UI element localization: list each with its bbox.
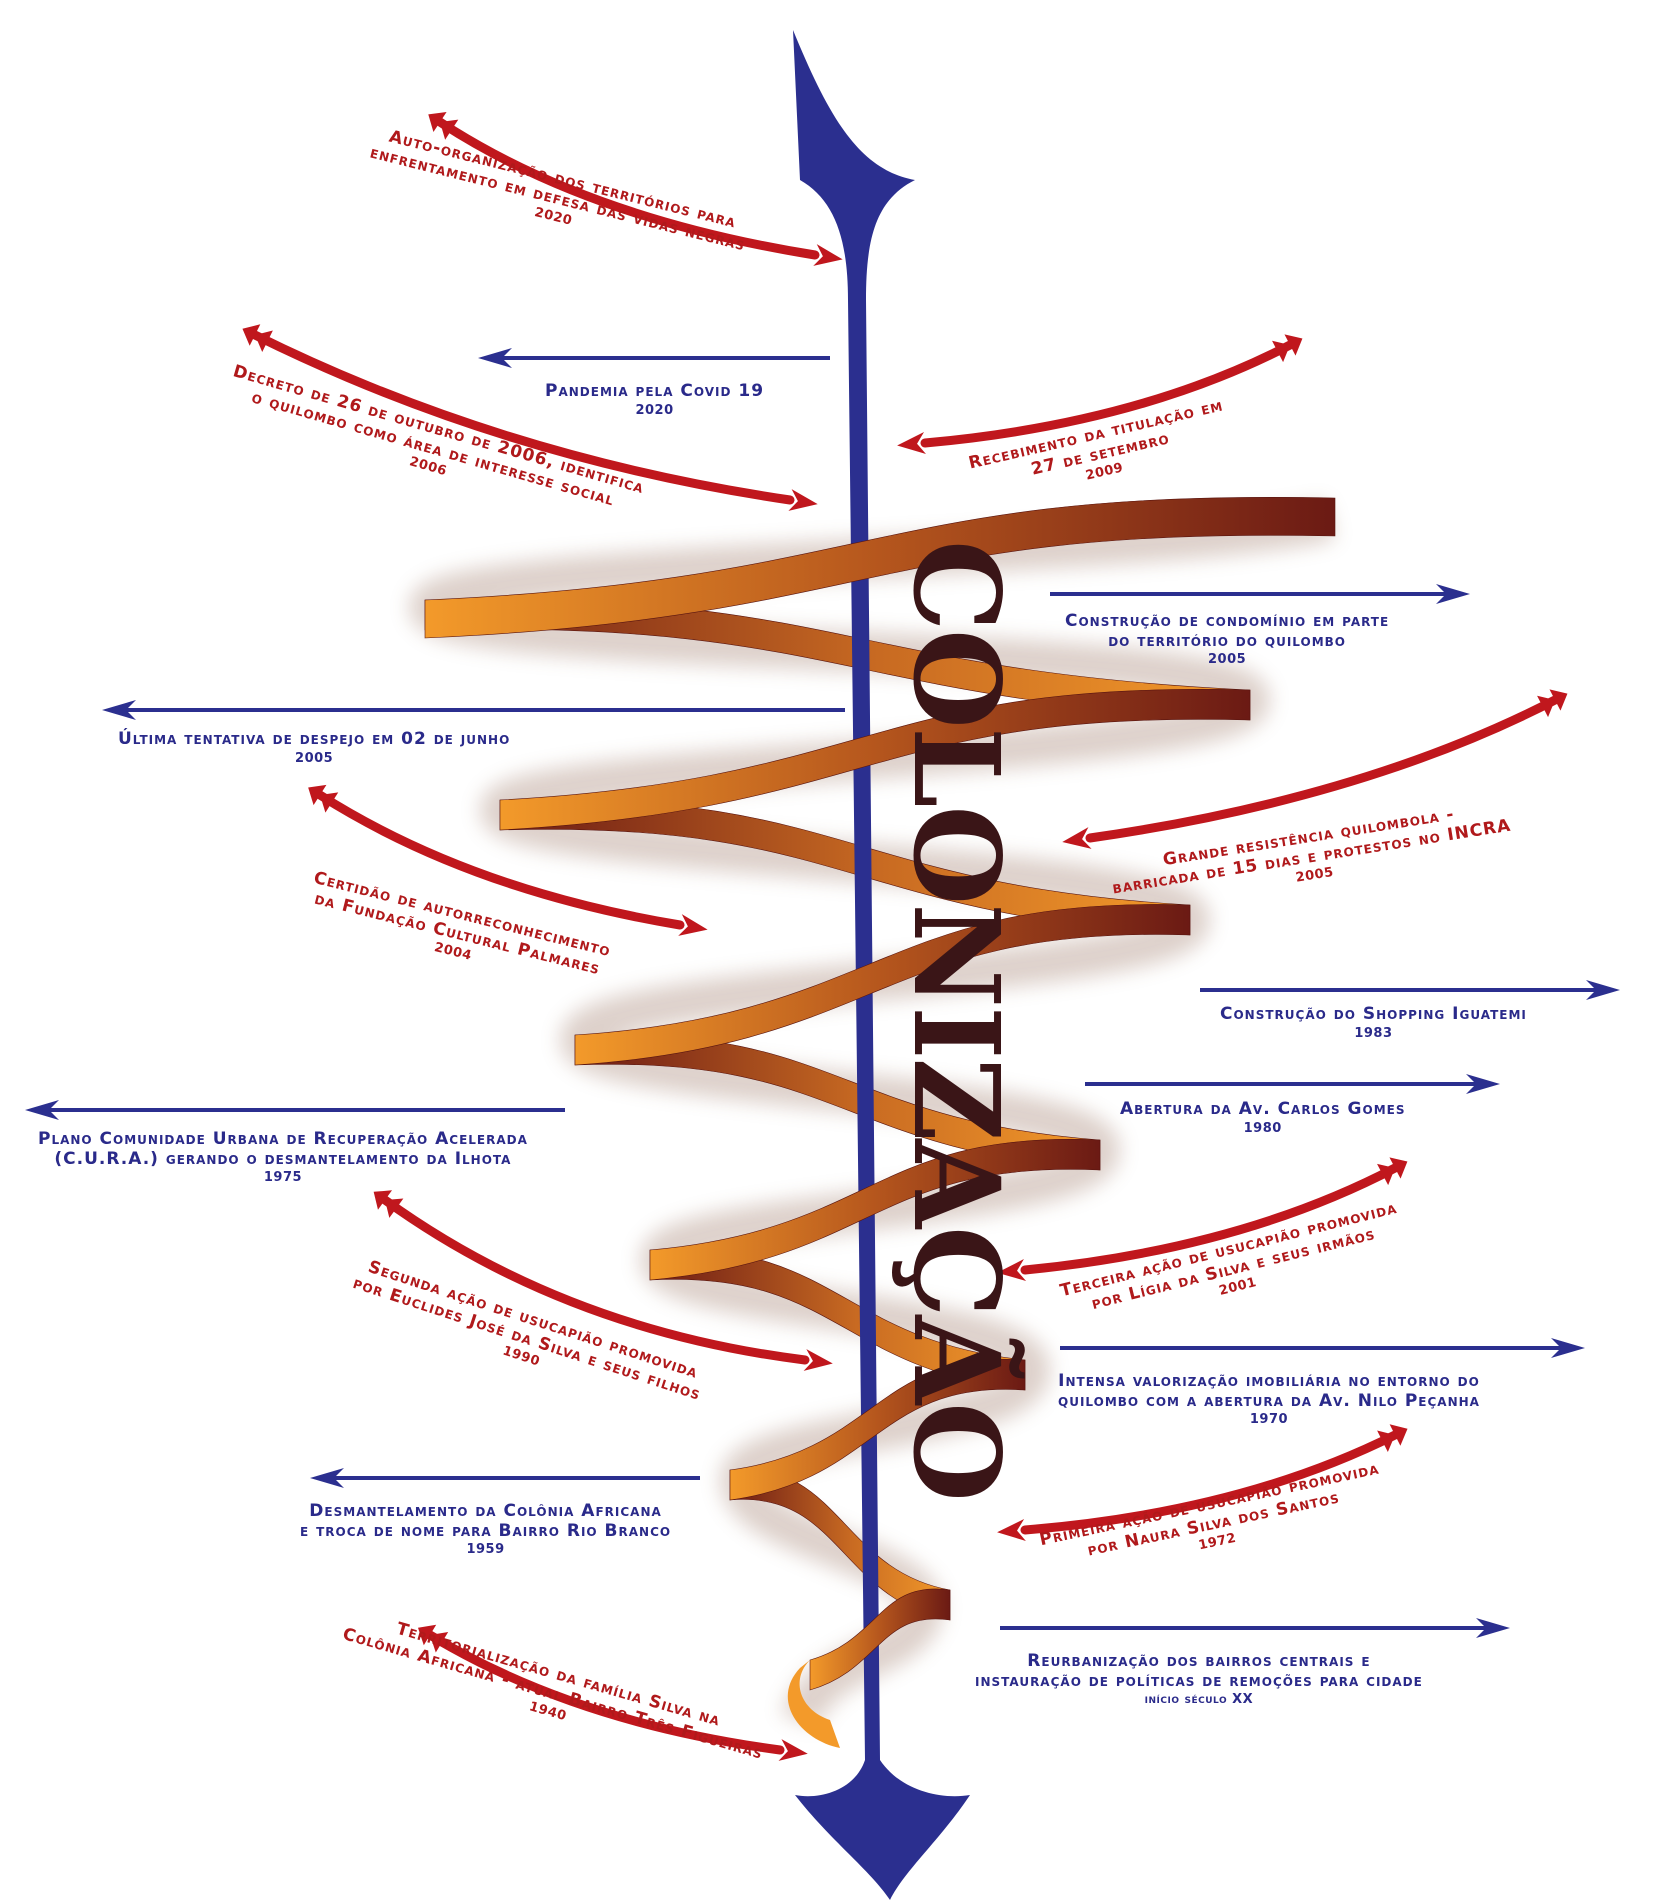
spiral-ribbon-front xyxy=(424,496,1336,1748)
event-text: instauração de políticas de remoções par… xyxy=(975,1670,1423,1691)
spiral-band xyxy=(424,496,1336,639)
event-text: quilombo com a abertura da Av. Nilo Peça… xyxy=(1058,1390,1480,1411)
event-year: início século XX xyxy=(1144,1692,1254,1708)
event-year: 1983 xyxy=(1354,1025,1393,1041)
arrow-2005-despejo-head xyxy=(102,700,136,720)
arrow-2001-terceira-acao-head xyxy=(997,1259,1027,1281)
event-year: 1959 xyxy=(466,1542,505,1558)
arrow-2004-certidao-feather xyxy=(320,792,339,813)
arrow-2006-decreto-head xyxy=(788,489,818,511)
arrow-1940-territorializacao-body xyxy=(425,1630,785,1755)
arrow-1972-primeira-acao-feather xyxy=(1377,1430,1395,1452)
arrow-2005-resistencia-feather xyxy=(1549,689,1568,711)
arrow-2020-autoorganizacao-head xyxy=(813,244,843,266)
arrow-1972-primeira-acao-feather xyxy=(1389,1424,1408,1446)
event-text: e troca de nome para Bairro Rio Branco xyxy=(300,1520,672,1541)
event-text: Abertura da Av. Carlos Gomes xyxy=(1120,1099,1406,1119)
arrow-2005-condominio-head xyxy=(1436,584,1470,604)
arrow-1972-primeira-acao-body xyxy=(1020,1430,1400,1535)
event-2005-despejo: Última tentativa de despejo em 02 de jun… xyxy=(118,729,511,766)
event-year: 2005 xyxy=(1208,652,1247,668)
event-text: Intensa valorização imobiliária no entor… xyxy=(1058,1371,1480,1391)
event-2020-pandemia: Pandemia pela Covid 19 2020 xyxy=(545,381,765,418)
arrow-2009-titulacao-feather xyxy=(1272,340,1290,363)
event-year: 1980 xyxy=(1243,1120,1282,1136)
arrow-2001-terceira-acao-body xyxy=(1020,1163,1400,1275)
arrow-1940-territorializacao-feather xyxy=(418,1624,437,1646)
arrow-1990-segunda-acao-head xyxy=(803,1349,833,1371)
arrow-1990-segunda-acao-feather xyxy=(385,1198,404,1218)
event-arrows xyxy=(25,111,1620,1761)
spiral-band xyxy=(649,1139,1101,1281)
arrow-1975-cura-head xyxy=(25,1100,59,1120)
colonizacao-word-svg: COLONIZAÇÃO xyxy=(887,540,1026,1500)
event-1970-nilo-pecanha: Intensa valorização imobiliária no entor… xyxy=(1058,1371,1480,1428)
arrow-1990-segunda-acao-feather xyxy=(373,1190,393,1210)
event-1983-shopping: Construção do Shopping Iguatemi 1983 xyxy=(1220,1004,1527,1041)
arrow-2009-titulacao-feather xyxy=(1284,334,1303,356)
spiral-band xyxy=(574,904,1191,1066)
event-year: 1975 xyxy=(263,1170,303,1186)
arrow-2004-certidao-body xyxy=(315,790,685,930)
arrow-2020-autoorganizacao-body xyxy=(435,117,820,260)
arrow-2020-pandemia-head xyxy=(478,348,512,368)
event-text: (C.U.R.A.) gerando o desmantelamento da … xyxy=(54,1148,512,1169)
arrow-2004-certidao-feather xyxy=(308,784,327,806)
event-text: Plano Comunidade Urbana de Recuperação A… xyxy=(38,1129,528,1149)
event-year: 2020 xyxy=(635,402,674,418)
arrow-2006-decreto-feather xyxy=(242,324,261,346)
event-text: Construção do Shopping Iguatemi xyxy=(1220,1004,1527,1024)
arrow-1980-carlos-gomes-head xyxy=(1466,1074,1500,1094)
event-1975-cura: Plano Comunidade Urbana de Recuperação A… xyxy=(38,1129,528,1186)
event-text: Reurbanização dos bairros centrais e xyxy=(1027,1651,1371,1671)
arrow-1970-nilo-pecanha-head xyxy=(1551,1338,1585,1358)
arrow-2001-terceira-acao-feather xyxy=(1389,1157,1408,1179)
arrow-2006-decreto-feather xyxy=(255,330,273,352)
event-1959-colonia-africana: Desmantelamento da Colônia Africana e tr… xyxy=(300,1501,672,1558)
event-text: Construção de condomínio em parte xyxy=(1065,611,1390,631)
event-seculo-xx-reurbanizacao: Reurbanização dos bairros centrais e ins… xyxy=(975,1651,1423,1708)
event-1980-carlos-gomes: Abertura da Av. Carlos Gomes 1980 xyxy=(1120,1099,1406,1136)
arrow-2006-decreto-body xyxy=(250,330,795,505)
event-text: do território do quilombo xyxy=(1108,630,1347,651)
arrow-1990-segunda-acao-body xyxy=(380,1195,810,1365)
arrow-1959-colonia-africana-head xyxy=(310,1468,344,1488)
arrow-2009-titulacao-head xyxy=(897,432,926,454)
arrow-1940-territorializacao-head xyxy=(778,1739,808,1761)
arrow-1940-territorializacao-feather xyxy=(430,1631,449,1653)
event-year: 2005 xyxy=(295,750,334,766)
spiral-ribbon-back xyxy=(424,598,1251,1621)
spiral-band xyxy=(499,689,1251,831)
arrow-2005-resistencia-body xyxy=(1085,695,1560,843)
arrow-2001-terceira-acao-feather xyxy=(1377,1163,1395,1186)
arrow-2009-titulacao-body xyxy=(920,340,1295,448)
event-text: Última tentativa de despejo em 02 de jun… xyxy=(118,729,511,749)
arrow-1972-primeira-acao-head xyxy=(997,1519,1026,1541)
spiral-band xyxy=(729,1359,1026,1501)
event-text: Desmantelamento da Colônia Africana xyxy=(309,1501,662,1521)
arrow-2005-resistencia-head xyxy=(1062,827,1092,849)
event-2005-condominio: Construção de condomínio em parte do ter… xyxy=(1065,611,1390,668)
event-year: 1970 xyxy=(1249,1412,1289,1428)
event-text: Pandemia pela Covid 19 xyxy=(545,381,765,401)
arrow-seculo-xx-reurbanizacao-head xyxy=(1476,1618,1510,1638)
arrow-2004-certidao-head xyxy=(678,914,708,936)
colonizacao-word-text: COLONIZAÇÃO xyxy=(887,540,1026,1500)
arrow-2020-autoorganizacao-feather xyxy=(440,119,459,140)
spiral-end xyxy=(787,1660,840,1748)
arrow-2020-autoorganizacao-feather xyxy=(428,111,447,133)
arrow-2005-resistencia-feather xyxy=(1537,695,1555,718)
spiral-band xyxy=(809,1588,951,1691)
colonizacao-word: COLONIZAÇÃO xyxy=(887,520,1026,1500)
arrow-1983-shopping-head xyxy=(1586,980,1620,1000)
